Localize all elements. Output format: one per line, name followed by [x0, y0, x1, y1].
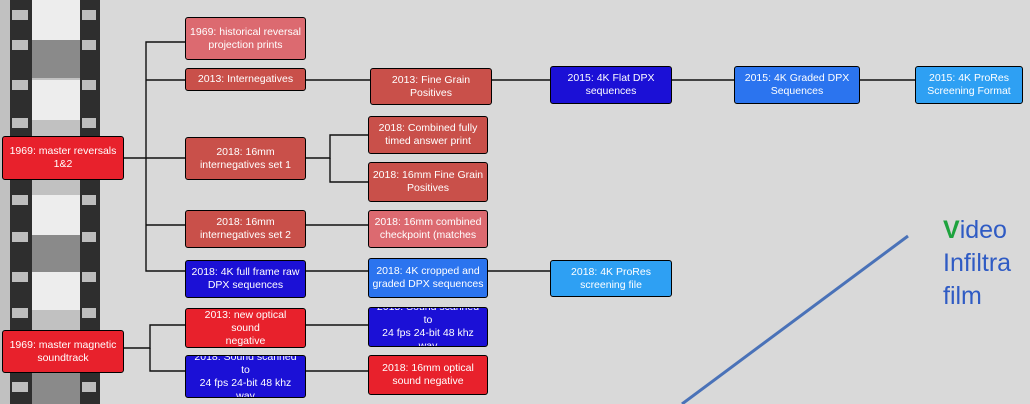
- node-2013-internegatives[interactable]: 2013: Internegatives: [185, 68, 306, 91]
- caption-line-3: film: [943, 282, 982, 310]
- caption-text: Video Infiltra film: [943, 214, 1011, 313]
- node-2018-sound-scanned[interactable]: 2018: Sound scanned to 24 fps 24-bit 48 …: [185, 355, 306, 398]
- node-1969-historical-reversal-projection-prints[interactable]: 1969: historical reversal projection pri…: [185, 17, 306, 60]
- node-2013-new-optical-sound-negative[interactable]: 2013: new optical sound negative: [185, 308, 306, 348]
- node-2018-16mm-fine-grain-positives[interactable]: 2018: 16mm Fine Grain Positives: [368, 162, 488, 202]
- node-2015-4k-flat-dpx[interactable]: 2015: 4K Flat DPX sequences: [550, 66, 672, 104]
- film-strip-icon: [0, 0, 100, 404]
- node-2018-16mm-combined-checkpoint[interactable]: 2018: 16mm combined checkpoint (matches: [368, 210, 488, 248]
- node-2018-16mm-internegatives-set-2[interactable]: 2018: 16mm internegatives set 2: [185, 210, 306, 248]
- node-2018-16mm-optical-sound-negative[interactable]: 2018: 16mm optical sound negative: [368, 355, 488, 395]
- node-2015-sound-scanned[interactable]: 2015: Sound scanned to 24 fps 24-bit 48 …: [368, 307, 488, 347]
- node-2015-4k-graded-dpx[interactable]: 2015: 4K Graded DPX Sequences: [734, 66, 860, 104]
- caption-line-2: Infiltra: [943, 249, 1012, 277]
- node-2018-4k-prores-screening-file[interactable]: 2018: 4K ProRes screening file: [550, 260, 672, 297]
- node-2013-fine-grain-positives[interactable]: 2013: Fine Grain Positives: [370, 68, 492, 105]
- node-1969-master-reversals[interactable]: 1969: master reversals 1&2: [2, 136, 124, 180]
- node-2018-4k-full-frame-raw-dpx[interactable]: 2018: 4K full frame raw DPX sequences: [185, 260, 306, 298]
- caption-lead-letter: V: [943, 216, 960, 244]
- caption-line-1: Video: [943, 214, 1011, 247]
- diagonal-accent-line: [681, 234, 909, 404]
- node-2018-combined-answer-print[interactable]: 2018: Combined fully timed answer print: [368, 116, 488, 154]
- node-2015-4k-prores-screening-format[interactable]: 2015: 4K ProRes Screening Format: [915, 66, 1023, 104]
- node-2018-16mm-internegatives-set-1[interactable]: 2018: 16mm internegatives set 1: [185, 137, 306, 180]
- caption-line-1-rest: ideo: [959, 216, 1007, 244]
- node-2018-4k-cropped-graded-dpx[interactable]: 2018: 4K cropped and graded DPX sequence…: [368, 258, 488, 298]
- node-1969-master-magnetic-soundtrack[interactable]: 1969: master magnetic soundtrack: [2, 330, 124, 373]
